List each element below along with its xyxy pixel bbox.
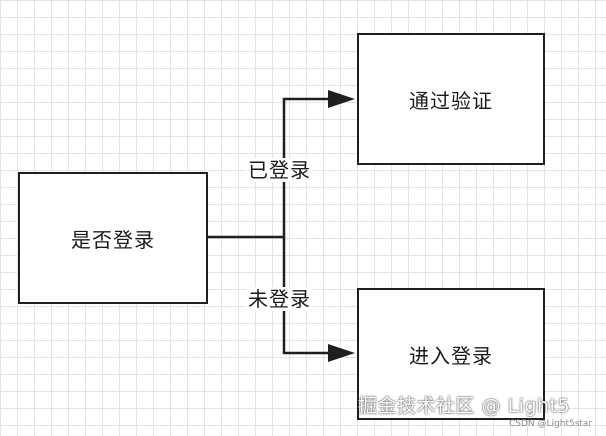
connector-to-login [282, 237, 330, 355]
pass-verification-node: 通过验证 [357, 33, 545, 165]
edge-label-not-logged-in: 未登录 [246, 287, 313, 311]
arrowhead-to-pass [328, 90, 355, 108]
enter-login-node: 进入登录 [357, 288, 545, 420]
watermark: 掘金技术社区 @ Light5 [358, 395, 571, 417]
arrowhead-to-login [328, 344, 355, 362]
watermark-credit: CSDN @Light5star [509, 419, 593, 429]
enter-login-node-label: 进入登录 [409, 343, 493, 368]
decision-node: 是否登录 [18, 172, 208, 304]
connector-to-pass [282, 97, 330, 237]
pass-verification-node-label: 通过验证 [409, 88, 493, 113]
decision-node-label: 是否登录 [71, 227, 155, 252]
edge-label-logged-in: 已登录 [246, 158, 313, 182]
